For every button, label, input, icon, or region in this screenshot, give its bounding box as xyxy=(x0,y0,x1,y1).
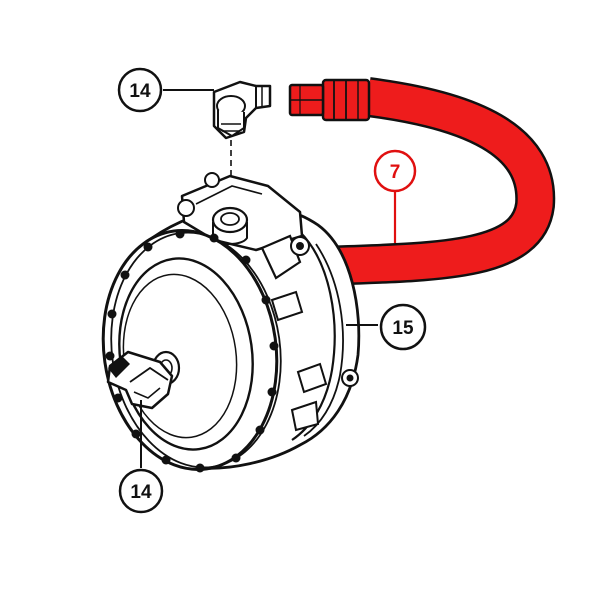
regulator-body[interactable] xyxy=(88,172,361,481)
callout-14-bottom[interactable]: 14 xyxy=(118,468,164,514)
elbow-fitting-top[interactable] xyxy=(212,80,272,212)
hose-assembly[interactable] xyxy=(288,77,556,286)
elbow-fitting-bottom[interactable] xyxy=(106,350,174,410)
leader-lines xyxy=(140,89,378,468)
flange-bolts xyxy=(105,229,279,473)
callout-14-top-label: 14 xyxy=(129,81,151,102)
hose-body xyxy=(317,79,553,284)
callout-15[interactable]: 15 xyxy=(379,303,427,351)
callout-14-top[interactable]: 14 xyxy=(117,67,163,113)
callout-15-label: 15 xyxy=(392,318,414,339)
callout-14-bottom-label: 14 xyxy=(130,482,152,503)
callout-7-label: 7 xyxy=(390,162,401,183)
callout-7[interactable]: 7 xyxy=(373,149,417,193)
hose-end-fitting xyxy=(288,78,371,122)
